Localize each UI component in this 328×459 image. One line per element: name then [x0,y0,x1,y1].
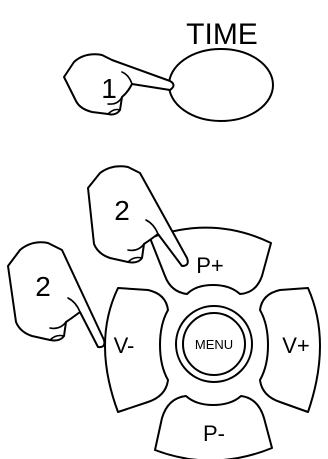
pointing-hand-icon [87,165,189,267]
pointing-hand-icon [7,241,106,349]
v-plus-button[interactable] [259,287,321,413]
step-number-1: 1 [101,73,117,104]
menu-label: MENU [195,337,233,352]
v-minus-label: V- [114,333,135,358]
v-plus-label: V+ [282,333,310,358]
p-minus-button[interactable] [154,395,273,459]
step-number-2b: 2 [35,271,51,302]
pointing-hand-icon [63,53,175,116]
menu-button[interactable] [182,312,246,376]
v-minus-button[interactable] [104,287,169,413]
p-minus-label: P- [203,421,225,446]
time-button[interactable] [168,48,274,122]
step-number-2a: 2 [114,195,130,226]
p-plus-label: P+ [196,253,224,278]
time-label: TIME [186,18,258,51]
